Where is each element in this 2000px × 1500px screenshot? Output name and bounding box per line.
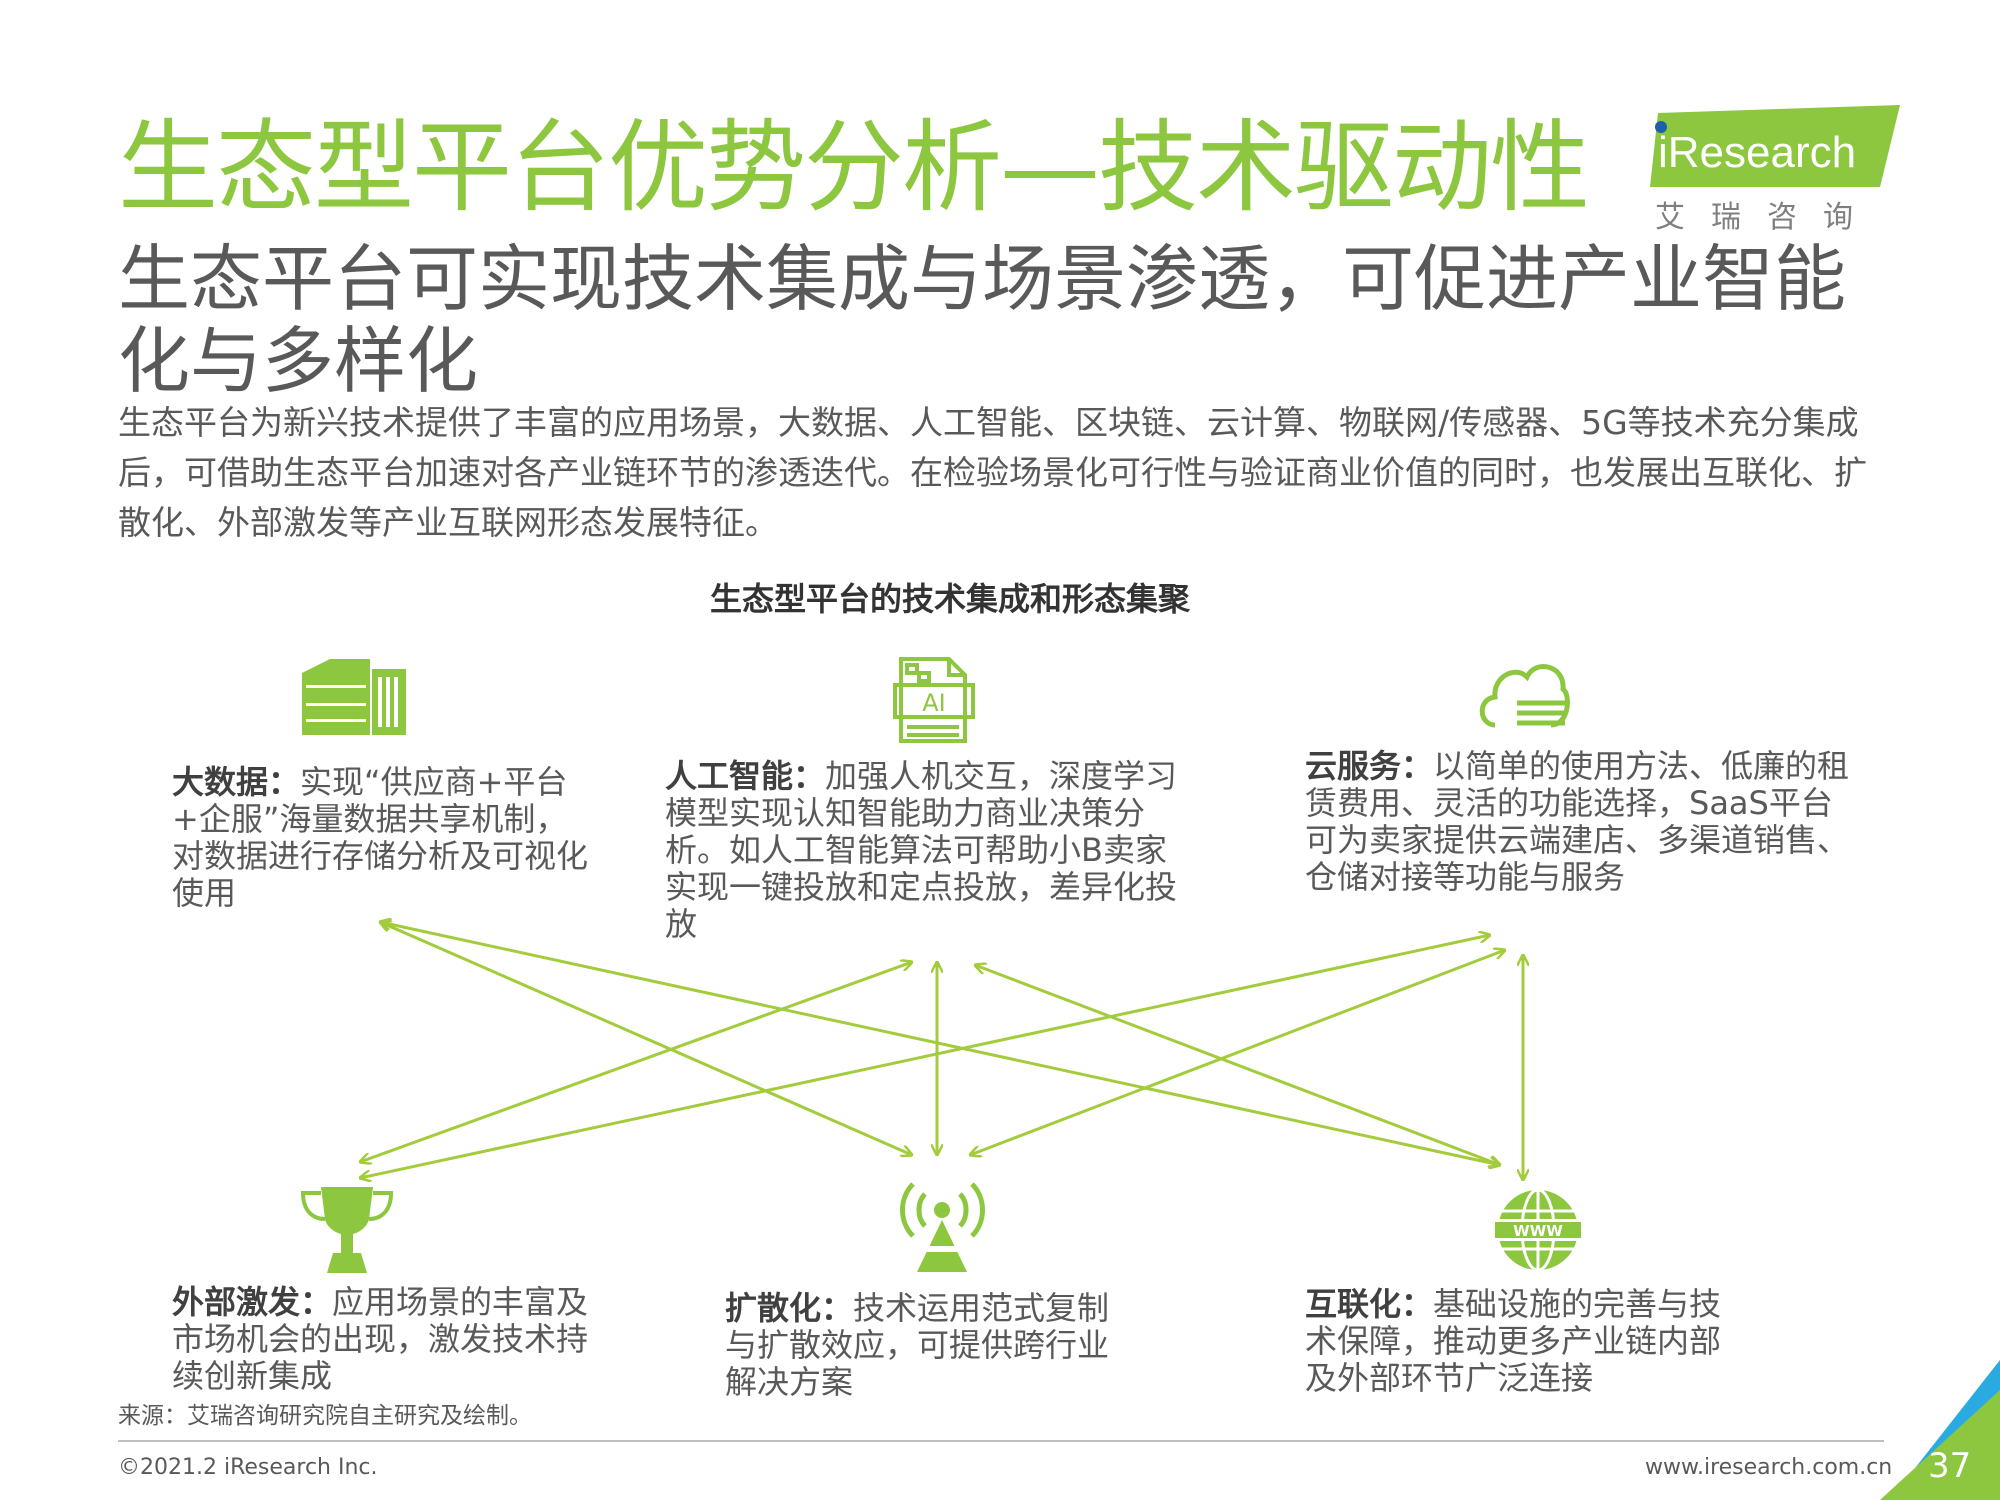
intro-paragraph: 生态平台为新兴技术提供了丰富的应用场景，大数据、人工智能、区块链、云计算、物联网… (118, 403, 1867, 542)
node-interconnect-text: 基础设施的完善与技术保障，推动更多产业链内部及外部环节广泛连接 (1305, 1285, 1722, 1397)
node-external: 外部激发：应用场景的丰富及市场机会的出现，激发技术持续创新集成 (172, 1284, 592, 1395)
node-bigdata-text: 实现“供应商+平台+企服”海量数据共享机制，对数据进行存储分析及可视化使用 (172, 763, 589, 912)
logo-text: iResearch (1658, 128, 1856, 177)
www-icon-text: WWW (1513, 1222, 1563, 1240)
node-bigdata: 大数据：实现“供应商+平台+企服”海量数据共享机制，对数据进行存储分析及可视化使… (172, 764, 592, 912)
node-cloud: 云服务：以简单的使用方法、低廉的租赁费用、灵活的功能选择，SaaS平台可为卖家提… (1305, 748, 1850, 896)
logo-subtext: 艾瑞咨询 (1655, 200, 1879, 235)
node-external-label: 外部激发： (172, 1283, 333, 1321)
iresearch-logo: iResearch (1650, 105, 1900, 187)
globe-www-icon: WWW (1492, 1188, 1584, 1272)
diagram-title: 生态型平台的技术集成和形态集聚 (709, 580, 1190, 618)
trophy-icon (300, 1187, 394, 1273)
arrow-cloud-diffusion (970, 950, 1505, 1155)
footer-divider (118, 1440, 1884, 1442)
node-bigdata-label: 大数据： (172, 763, 301, 801)
node-diffusion-label: 扩散化： (725, 1289, 854, 1327)
node-cloud-label: 云服务： (1305, 747, 1434, 785)
node-diffusion: 扩散化：技术运用范式复制与扩散效应，可提供跨行业解决方案 (725, 1290, 1135, 1401)
copyright: ©2021.2 iResearch Inc. (118, 1455, 378, 1480)
node-cloud-text: 以简单的使用方法、低廉的租赁费用、灵活的功能选择，SaaS平台可为卖家提供云端建… (1305, 747, 1850, 896)
arrow-bigdata-interconnect (380, 922, 1500, 1165)
corner-decoration (1880, 1360, 2000, 1500)
subtitle: 生态平台可实现技术集成与场景渗透，可促进产业智能化与多样化 (118, 237, 1847, 403)
website-link[interactable]: www.iresearch.com.cn (1645, 1455, 1893, 1480)
signal-tower-icon (900, 1182, 985, 1272)
node-interconnect-label: 互联化： (1305, 1285, 1434, 1323)
arrow-bigdata-diffusion (380, 922, 912, 1155)
node-interconnect: 互联化：基础设施的完善与技术保障，推动更多产业链内部及外部环节广泛连接 (1305, 1286, 1725, 1397)
arrow-ai-external (360, 962, 912, 1162)
node-ai: 人工智能：加强人机交互，深度学习模型实现认知智能助力商业决策分析。如人工智能算法… (665, 758, 1195, 943)
source-note: 来源：艾瑞咨询研究院自主研究及绘制。 (118, 1403, 532, 1429)
page-number: 37 (1928, 1446, 1972, 1486)
arrow-cloud-external (360, 935, 1490, 1178)
arrow-ai-interconnect (975, 965, 1500, 1165)
cloud-icon (1479, 664, 1570, 728)
node-external-text: 应用场景的丰富及市场机会的出现，激发技术持续创新集成 (172, 1283, 589, 1395)
ai-icon-text: AI (922, 689, 946, 717)
node-ai-text: 加强人机交互，深度学习模型实现认知智能助力商业决策分析。如人工智能算法可帮助小B… (665, 757, 1178, 943)
server-icon (302, 659, 406, 735)
node-ai-label: 人工智能： (665, 757, 826, 795)
node-diffusion-text: 技术运用范式复制与扩散效应，可提供跨行业解决方案 (725, 1289, 1110, 1401)
ai-document-icon: AI (893, 657, 975, 743)
page-title: 生态型平台优势分析—技术驱动性 (118, 109, 1590, 226)
